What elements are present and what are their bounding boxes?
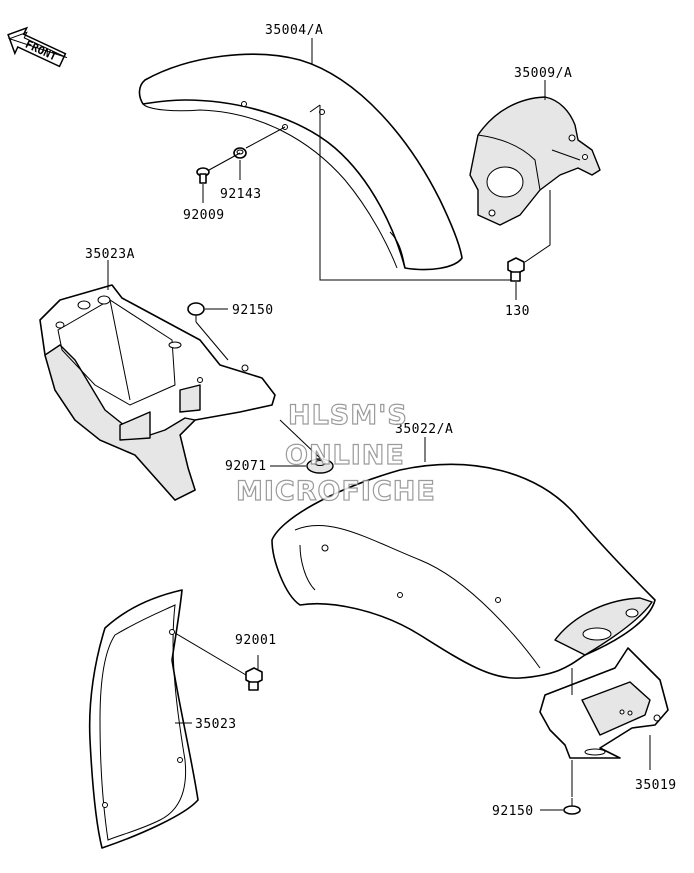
rear-fender-drawing <box>271 463 656 679</box>
watermark-line-1: HLSM'S <box>288 400 408 431</box>
label-35023A: 35023A <box>85 247 135 262</box>
label-35023: 35023 <box>195 717 237 732</box>
rivet-lower-drawing <box>563 798 581 815</box>
fender-bracket-drawing <box>469 96 601 226</box>
label-35022A: 35022/A <box>395 422 453 437</box>
screw-drawing <box>196 167 210 184</box>
grommet-drawing <box>306 458 334 474</box>
label-92150-lower: 92150 <box>492 804 534 819</box>
label-92143: 92143 <box>220 187 262 202</box>
watermark-line-2: ONLINE <box>285 440 405 471</box>
front-arrow-icon: FRONT <box>7 26 68 68</box>
front-fender-drawing <box>138 53 463 271</box>
label-35019: 35019 <box>635 778 677 793</box>
bolt-130-drawing <box>507 257 525 282</box>
label-92001: 92001 <box>235 633 277 648</box>
bolt-92001-drawing <box>245 667 263 691</box>
label-35009A: 35009/A <box>514 66 572 81</box>
mud-guard-drawing <box>88 589 199 849</box>
license-bracket-drawing <box>539 647 669 759</box>
watermark: HLSM'S ONLINE MICROFICHE <box>235 399 436 507</box>
label-92009: 92009 <box>183 208 225 223</box>
label-92071: 92071 <box>225 459 267 474</box>
rear-inner-fender-drawing <box>39 284 276 501</box>
label-35004A: 35004/A <box>265 23 323 38</box>
watermark-line-3: MICROFICHE <box>236 476 436 507</box>
label-92150-upper: 92150 <box>232 303 274 318</box>
label-130: 130 <box>505 304 530 319</box>
rivet-upper-drawing <box>187 302 205 322</box>
